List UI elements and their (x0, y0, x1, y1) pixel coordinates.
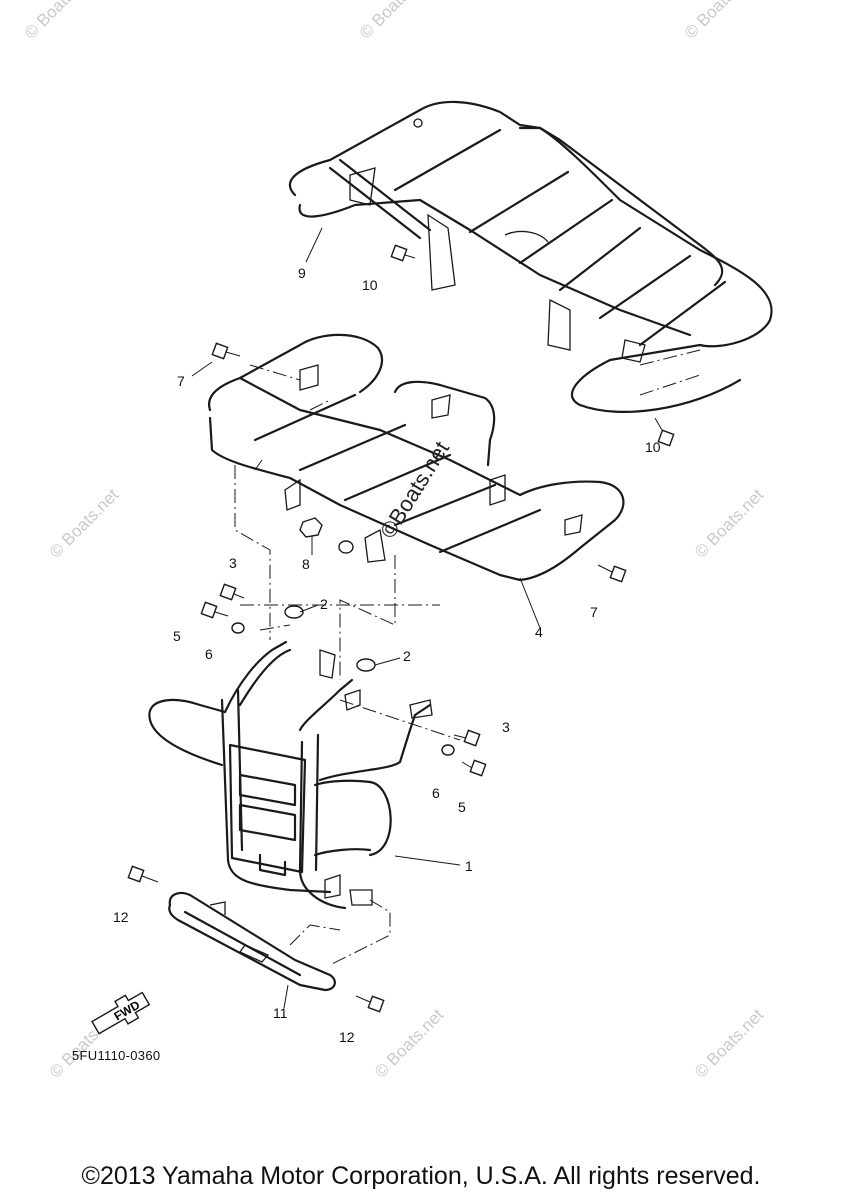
callout-3-left: 3 (229, 555, 237, 571)
nut-8 (299, 517, 323, 538)
callout-6-left: 6 (205, 646, 213, 662)
callout-12-right: 12 (339, 1029, 355, 1045)
bolt-3-right (453, 729, 481, 747)
bolt-12-left (127, 865, 159, 883)
bolt-7-upper (211, 342, 241, 360)
callout-7-lower: 7 (590, 604, 598, 620)
callout-10-upper: 10 (362, 277, 378, 293)
leader-lines (191, 227, 541, 1009)
fwd-arrow-icon: FWD (91, 991, 151, 1035)
bolt-12-right (355, 995, 385, 1013)
callout-3-right: 3 (502, 719, 510, 735)
bolt-3-left (219, 583, 245, 601)
front-carrier (207, 333, 625, 582)
watermark: © Boats.net (681, 0, 758, 43)
callout-5-right: 5 (458, 799, 466, 815)
bolt-10-upper (390, 244, 416, 262)
watermark: © Boats.net (691, 1005, 768, 1082)
watermark: © Boats.net (356, 0, 433, 43)
callout-5-left: 5 (173, 628, 181, 644)
callouts: 9 10 7 10 8 3 2 7 5 4 6 2 3 6 5 1 12 11 … (113, 265, 661, 1045)
callout-12-left: 12 (113, 909, 129, 925)
callout-4: 4 (535, 624, 543, 640)
front-guard (148, 640, 433, 910)
skid-plate (168, 891, 336, 992)
grommet-2-upper (284, 605, 304, 619)
fasteners (127, 244, 675, 1013)
callout-10-lower: 10 (645, 439, 661, 455)
callout-6-right: 6 (432, 785, 440, 801)
watermark-center: ©Boats.net (375, 437, 454, 543)
callout-8: 8 (302, 556, 310, 572)
diagram-code: 5FU1110-0360 (72, 1048, 161, 1063)
copyright-notice: ©2013 Yamaha Motor Corporation, U.S.A. A… (81, 1162, 761, 1190)
callout-2-upper: 2 (320, 596, 328, 612)
callout-2-lower: 2 (403, 648, 411, 664)
washer-6-left (231, 622, 245, 634)
watermark: © Boats.net (691, 485, 768, 562)
washer-8 (338, 540, 354, 554)
grommet-2-lower (356, 658, 376, 672)
callout-7-upper: 7 (177, 373, 185, 389)
rear-carrier (288, 100, 773, 413)
callout-11: 11 (273, 1005, 288, 1021)
alignment-lines (234, 349, 701, 966)
bolt-5-right (461, 759, 487, 777)
watermark: © Boats.net (21, 0, 98, 43)
bolt-10-lower (654, 417, 675, 447)
bolt-5-left (200, 601, 229, 619)
bolt-7-lower (597, 564, 627, 583)
watermark: © Boats.net (371, 1005, 448, 1082)
callout-1: 1 (465, 858, 473, 874)
watermark: © Boats.net (46, 485, 123, 562)
callout-9: 9 (298, 265, 306, 281)
washer-6-right (441, 744, 455, 756)
